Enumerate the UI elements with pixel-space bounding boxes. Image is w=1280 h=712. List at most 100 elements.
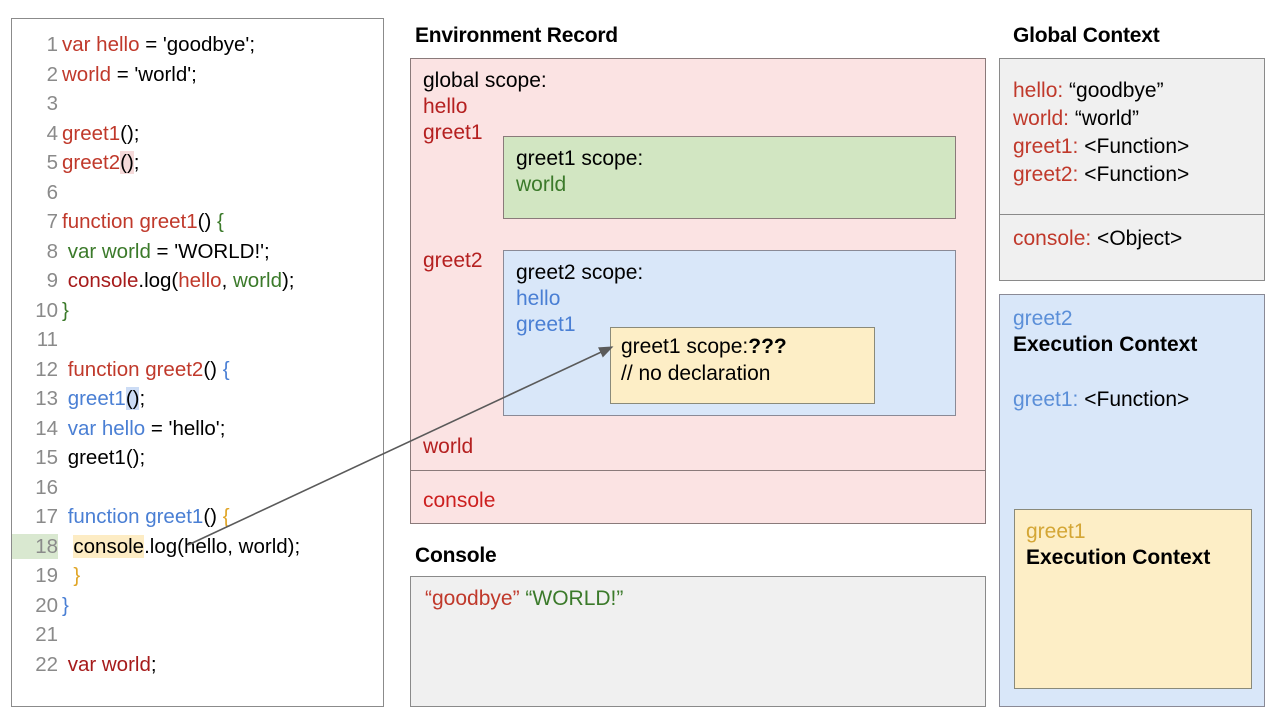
greet2-execution-context-binding: greet1: <Function> <box>1013 388 1189 412</box>
code-token: ); <box>281 269 295 292</box>
code-line-text: var hello = 'goodbye'; <box>62 32 255 57</box>
code-line-number: 1 <box>46 33 58 56</box>
code-token: function greet2 <box>62 357 204 381</box>
code-line: 6 <box>12 180 383 205</box>
code-token <box>62 535 73 558</box>
global-context-box: hello: “goodbye” world: “world” greet1: <F… <box>999 58 1265 281</box>
code-token: console <box>73 534 145 558</box>
greet2-execution-context-box: greet2 Execution Context greet1: <Functi… <box>999 294 1265 707</box>
code-token: var hello <box>62 33 140 56</box>
code-line-text: console.log(hello, world); <box>62 534 300 559</box>
greet1-execution-context-name: greet1 <box>1026 520 1086 543</box>
code-line-text: function greet2() { <box>62 357 230 382</box>
code-token: var hello <box>62 416 146 440</box>
code-line-number: 14 <box>35 416 58 440</box>
global-context-binding-value: <Function> <box>1078 163 1190 186</box>
global-context-binding-key: world: <box>1013 107 1070 130</box>
code-line-number: 2 <box>46 62 58 86</box>
code-token: var world <box>62 652 151 676</box>
global-binding-world: world <box>423 435 474 458</box>
code-line-number: 10 <box>35 298 58 322</box>
global-context-binding-row: greet2: <Function> <box>1013 163 1189 187</box>
greet2-execution-context-name: greet2 <box>1013 307 1073 330</box>
code-token: console <box>67 269 139 292</box>
code-token: ; <box>139 387 146 410</box>
code-line: 18 console.log(hello, world); <box>12 533 383 559</box>
console-output-token: “goodbye” <box>425 587 520 610</box>
code-line-number: 5 <box>46 151 58 174</box>
code-line-number: 22 <box>35 652 58 676</box>
code-line-number: 13 <box>35 387 58 410</box>
code-token: .log( <box>138 269 179 292</box>
global-context-binding-row: greet1: <Function> <box>1013 135 1189 159</box>
code-token: () <box>120 151 134 174</box>
global-context-binding-key: console: <box>1013 227 1092 250</box>
greet1-inner-scope-title-prefix: greet1 scope: <box>621 335 749 358</box>
greet2-execution-context-heading: Execution Context <box>1013 333 1198 356</box>
code-line-text: } <box>62 563 80 588</box>
code-token: = 'world'; <box>111 62 197 86</box>
code-token: (); <box>120 121 140 145</box>
code-line-number: 8 <box>46 239 58 263</box>
code-line-text: greet2(); <box>62 150 140 175</box>
code-token: () <box>203 505 223 528</box>
code-token: function greet1 <box>62 210 198 233</box>
code-line-number: 6 <box>46 180 58 204</box>
code-token: } <box>62 298 69 322</box>
code-line-number: 18 <box>12 533 58 559</box>
code-line: 19 } <box>12 563 383 588</box>
greet2-scope-binding-greet1: greet1 <box>516 313 576 336</box>
code-token: greet1 <box>62 387 126 410</box>
code-line: 8 var world = 'WORLD!'; <box>12 239 383 264</box>
code-line-text: } <box>62 593 69 618</box>
code-token: { <box>222 505 230 528</box>
code-line-number: 9 <box>46 269 58 292</box>
code-line: 16 <box>12 475 383 500</box>
code-token: () <box>125 387 140 410</box>
code-token: ; <box>133 151 140 174</box>
code-token: , <box>221 269 233 292</box>
environment-record-divider <box>411 470 985 471</box>
code-token: = 'WORLD!'; <box>150 239 270 263</box>
code-line-text: function greet1() { <box>62 504 230 529</box>
code-token: { <box>222 357 230 381</box>
code-line: 13 greet1(); <box>12 386 383 411</box>
code-line-text: function greet1() { <box>62 209 224 234</box>
code-token: greet2 <box>62 151 121 174</box>
code-line-text: console.log(hello, world); <box>62 268 295 293</box>
code-line-number: 21 <box>35 623 58 646</box>
global-context-binding-value: “world” <box>1069 107 1140 130</box>
greet2-ec-binding-key: greet1: <box>1013 388 1079 411</box>
code-line-number: 19 <box>35 564 58 587</box>
code-line-text: var hello = 'hello'; <box>62 416 226 441</box>
code-token: var world <box>62 239 151 263</box>
greet2-ec-binding-value-text: <Function> <box>1084 388 1190 411</box>
code-token: } <box>73 564 81 587</box>
code-line-text: world = 'world'; <box>62 62 197 87</box>
code-line-number: 15 <box>35 446 58 469</box>
code-line: 15 greet1(); <box>12 445 383 470</box>
code-line-text: } <box>62 298 69 323</box>
code-token: { <box>216 210 224 233</box>
global-context-binding-row: console: <Object> <box>1013 227 1182 251</box>
global-context-binding-key: hello: <box>1013 79 1064 102</box>
greet1-scope-title: greet1 scope: <box>516 147 644 170</box>
code-token: function greet1 <box>62 505 204 528</box>
environment-record-box: global scope: hello greet1 greet2 world … <box>410 58 986 524</box>
console-output-token: “WORLD!” <box>519 587 624 610</box>
greet1-inner-scope-note: // no declaration <box>621 362 771 385</box>
global-context-binding-row: hello: “goodbye” <box>1013 79 1164 103</box>
code-token: greet1(); <box>62 446 146 469</box>
code-token: .log(hello, world); <box>144 534 301 558</box>
greet2-scope-box: greet2 scope: hello greet1 greet1 scope:… <box>503 250 956 416</box>
code-line-number: 7 <box>46 210 58 233</box>
code-line-number: 11 <box>36 328 58 351</box>
global-binding-greet2: greet2 <box>423 249 483 272</box>
environment-record-title: Environment Record <box>415 24 618 47</box>
greet1-scope-box: greet1 scope: world <box>503 136 956 219</box>
code-line-text: greet1(); <box>62 386 145 411</box>
